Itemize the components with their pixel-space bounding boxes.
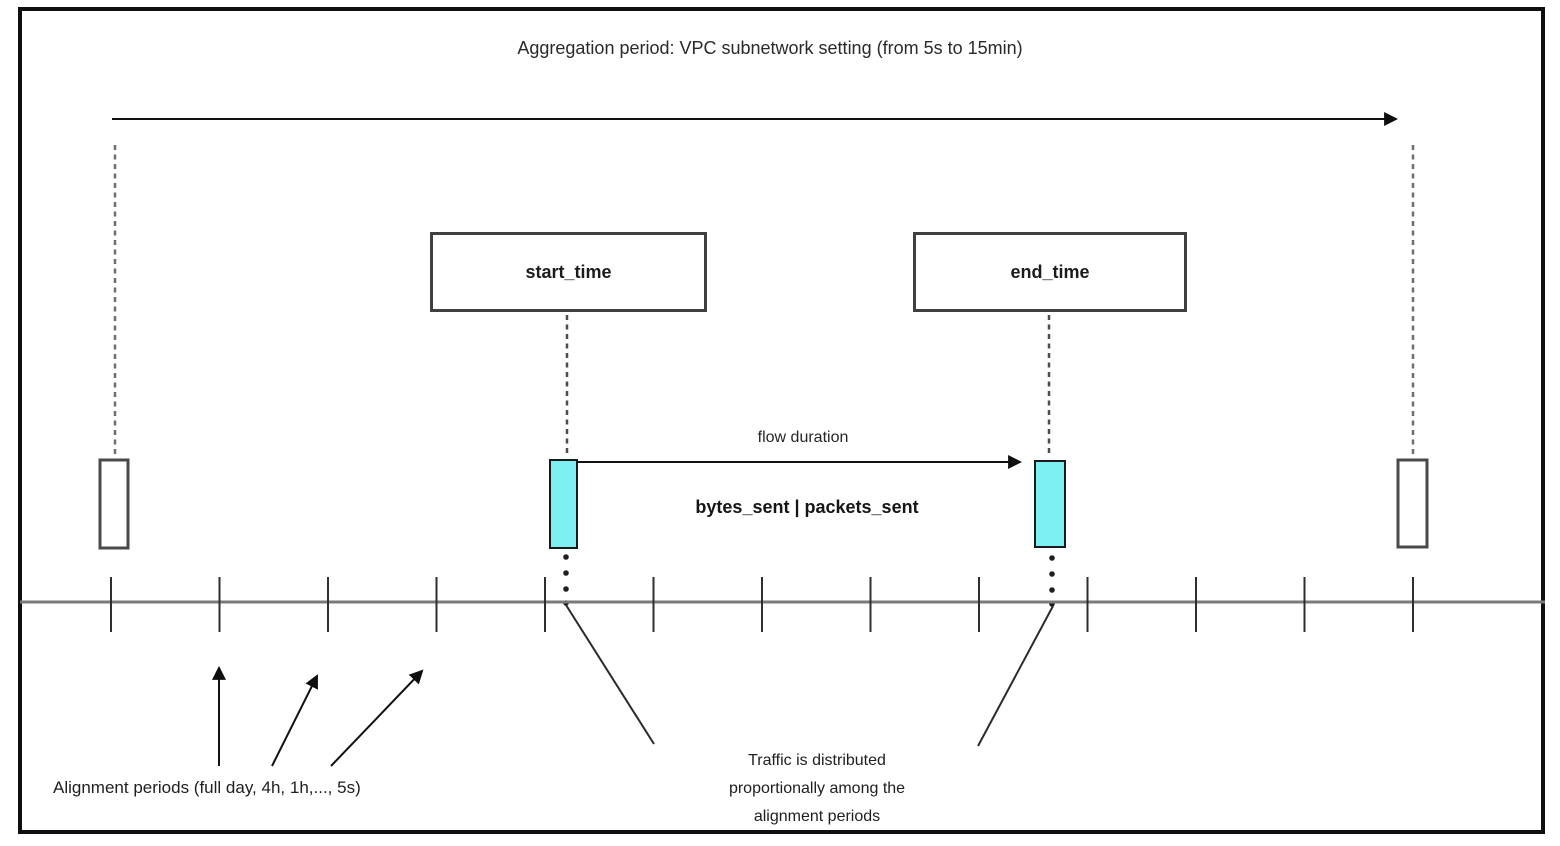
- callout-line-left: [565, 604, 655, 745]
- ellipsis-dots-left: [563, 554, 569, 606]
- timeline-ticks: [110, 577, 1414, 632]
- flow-duration-label: flow duration: [757, 429, 849, 446]
- flow-start-marker: [549, 459, 578, 549]
- traffic-distribution-note: Traffic is distributed proportionally am…: [728, 752, 906, 825]
- right-boundary-marker: [1396, 458, 1429, 549]
- start-time-label: start_time: [525, 261, 612, 282]
- start-time-box: start_time: [430, 232, 707, 312]
- alignment-arrow-3: [330, 669, 424, 767]
- alignment-arrow-2: [271, 674, 318, 767]
- end-time-box: end_time: [913, 232, 1187, 312]
- ellipsis-dots-right: [1049, 555, 1055, 607]
- diagram-title: Aggregation period: VPC subnetwork setti…: [517, 38, 1023, 58]
- callout-line-right: [977, 605, 1054, 747]
- alignment-periods-label: Alignment periods (full day, 4h, 1h,...,…: [53, 778, 361, 797]
- end-time-label: end_time: [1010, 261, 1090, 282]
- left-boundary-marker: [98, 458, 130, 550]
- flow-metrics-label: bytes_sent | packets_sent: [695, 497, 919, 517]
- diagram-frame: [18, 7, 1545, 834]
- flow-end-marker: [1034, 460, 1066, 548]
